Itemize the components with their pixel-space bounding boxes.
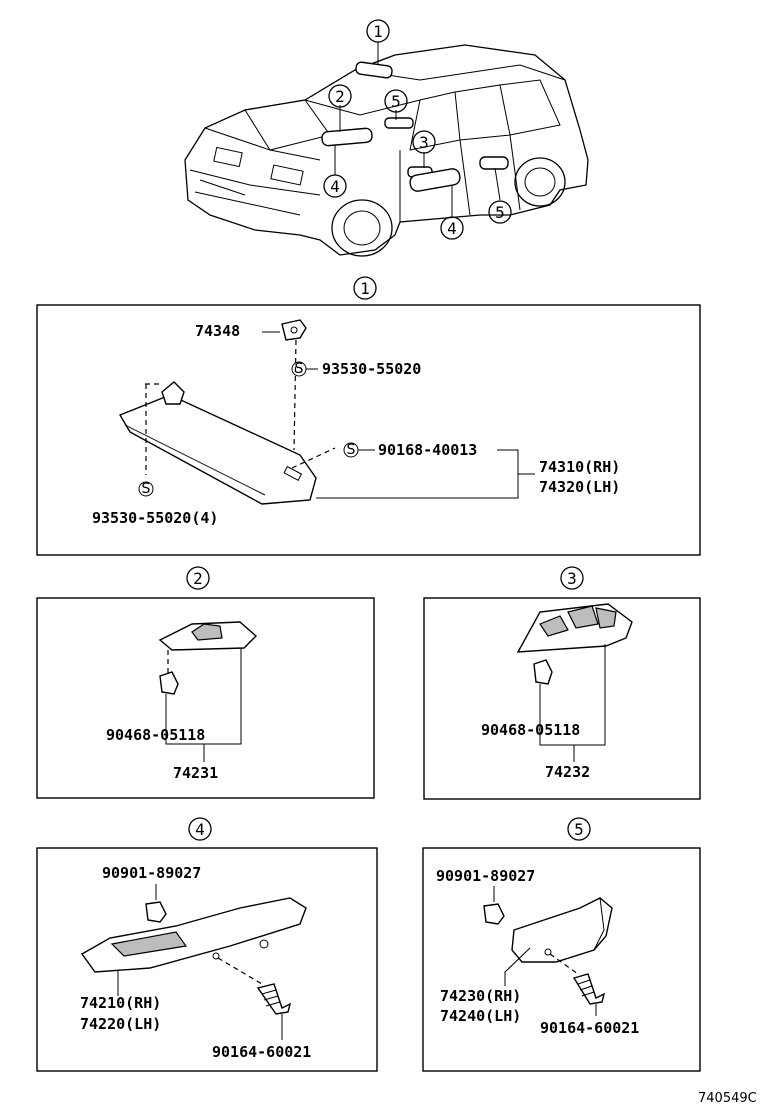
clip-74348-icon: [281, 319, 307, 341]
section-3-switch-base: 3 90468-05118 74232: [423, 566, 701, 800]
part-number-74310-rh: 74310(RH): [539, 458, 620, 476]
screw-symbol-icon: [138, 481, 154, 497]
screw-90164-60021-icon: [256, 983, 292, 1015]
clip-90901-89027-icon: [145, 901, 167, 923]
armrest-74230: [511, 897, 613, 963]
section-1-frame: [36, 304, 701, 556]
section-2-callout: 2: [193, 569, 203, 588]
part-number-90168-40013: 90168-40013: [378, 441, 477, 459]
section-5-callout: 5: [574, 820, 584, 839]
section-2-assist-grip: 2 90468-05118 74231: [36, 566, 375, 799]
overview-label-1: 1: [373, 22, 383, 41]
part-number-90901-89027-s5: 90901-89027: [436, 867, 535, 885]
section-3-frame: [423, 597, 701, 800]
part-number-90468-05118-s2: 90468-05118: [106, 726, 205, 744]
part-number-90901-89027-s4: 90901-89027: [102, 864, 201, 882]
clip-90468-05118-icon: [159, 671, 179, 695]
part-number-93530-55020-4: 93530-55020(4): [92, 509, 218, 527]
armrest-74210: [80, 897, 307, 973]
overview-label-2: 2: [335, 87, 345, 106]
part-number-90164-60021-s4: 90164-60021: [212, 1043, 311, 1061]
section-2-frame: [36, 597, 375, 799]
part-number-93530-55020: 93530-55020: [322, 360, 421, 378]
section-4-frame: [36, 847, 378, 1072]
part-number-74348: 74348: [195, 322, 240, 340]
section-5-frame: [422, 847, 701, 1072]
section-1-sun-visor: 1 74348 S 93530-55020 S 93530-55020(4) S…: [36, 276, 701, 556]
clip-90468-05118-icon: [533, 659, 553, 685]
overview-label-5b: 5: [495, 203, 505, 222]
overview-label-5a: 5: [391, 92, 401, 111]
screw-symbol-top: S: [295, 361, 304, 377]
part-number-74220-lh: 74220(LH): [80, 1015, 161, 1033]
part-number-74230-rh: 74230(RH): [440, 987, 521, 1005]
switch-button-icon: [539, 615, 569, 637]
part-number-74231: 74231: [173, 764, 218, 782]
part-number-74320-lh: 74320(LH): [539, 478, 620, 496]
section-4-callout: 4: [195, 820, 205, 839]
figure-code: 740549C: [698, 1091, 757, 1106]
switch-button-icon: [567, 605, 599, 629]
switch-button-icon: [595, 607, 617, 629]
part-number-74210-rh: 74210(RH): [80, 994, 161, 1012]
visor-mount-icon: [161, 381, 185, 405]
section-4-armrest: 4 90901-89027 90164-60021 74210(RH) 7422…: [36, 817, 378, 1072]
part-number-90468-05118-s3: 90468-05118: [481, 721, 580, 739]
overview-label-4b: 4: [447, 219, 457, 238]
section-5-armrest: 5 90901-89027 90164-60021 74230(RH) 7424…: [422, 817, 701, 1072]
grip-cover-emblem-icon: [191, 623, 223, 641]
section-1-callout: 1: [360, 279, 370, 298]
clip-90901-89027-icon: [483, 903, 505, 925]
vehicle-overview: [184, 42, 589, 257]
overview-label-3: 3: [419, 133, 429, 152]
screw-symbol-mid: S: [347, 442, 356, 458]
part-number-90164-60021-s5: 90164-60021: [540, 1019, 639, 1037]
part-number-74240-lh: 74240(LH): [440, 1007, 521, 1025]
armrest-pull-handle-icon: [110, 931, 188, 957]
overview-label-4a: 4: [330, 177, 340, 196]
screw-symbol-bottom: S: [142, 481, 151, 497]
part-number-74232: 74232: [545, 763, 590, 781]
screw-90164-60021-icon: [572, 973, 606, 1005]
overview-callouts: 1 2 5 3 4 4 5: [323, 19, 512, 240]
section-3-callout: 3: [567, 569, 577, 588]
sun-visor: [118, 394, 317, 505]
